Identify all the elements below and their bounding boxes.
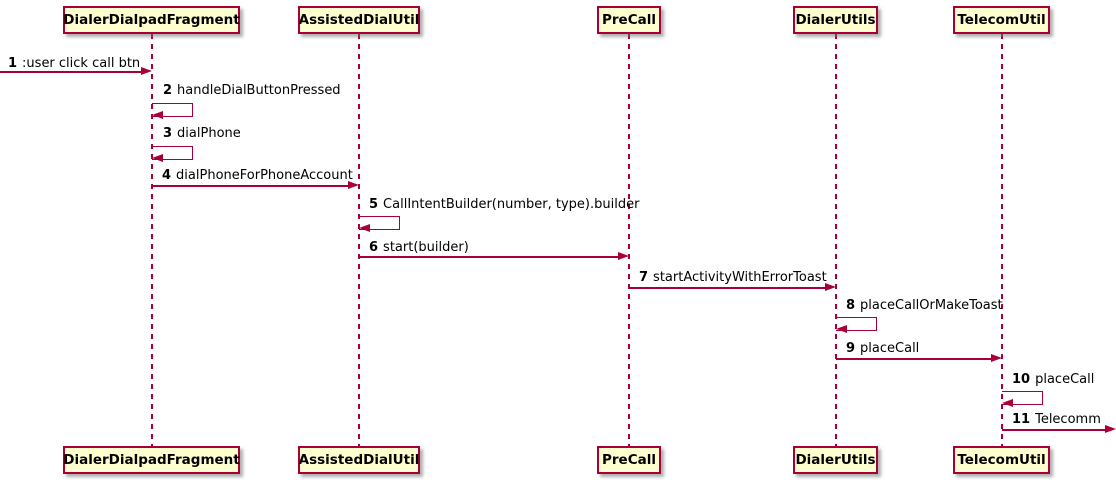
message-9-line bbox=[836, 358, 994, 360]
participant-top-precall: PreCall bbox=[597, 6, 661, 34]
arrowhead-left-icon bbox=[1002, 399, 1013, 407]
message-10-self-loop bbox=[1002, 391, 1043, 405]
arrowhead-right-icon bbox=[1105, 425, 1116, 433]
participant-bottom-assisteddialutil: AssistedDialUtil bbox=[298, 446, 420, 474]
arrowhead-right-icon bbox=[141, 67, 152, 75]
arrowhead-right-icon bbox=[618, 252, 629, 260]
message-11-line bbox=[1002, 429, 1108, 431]
message-7-line bbox=[629, 287, 828, 289]
message-3-self-loop bbox=[152, 146, 193, 160]
lifeline-dialerdialpadfragment bbox=[151, 34, 153, 446]
participant-bottom-precall: PreCall bbox=[597, 446, 661, 474]
arrowhead-right-icon bbox=[348, 181, 359, 189]
participant-label: AssistedDialUtil bbox=[298, 452, 420, 468]
message-4-line bbox=[152, 185, 351, 187]
message-6-line bbox=[359, 256, 621, 258]
message-8-self-loop bbox=[836, 317, 877, 331]
participant-top-dialerdialpadfragment: DialerDialpadFragment bbox=[63, 6, 240, 34]
lifeline-telecomutil bbox=[1001, 34, 1003, 446]
participant-label: DialerDialpadFragment bbox=[63, 12, 240, 28]
arrowhead-right-icon bbox=[825, 283, 836, 291]
participant-label: PreCall bbox=[602, 12, 656, 28]
participant-label: TelecomUtil bbox=[957, 452, 1046, 468]
participant-label: DialerUtils bbox=[795, 12, 876, 28]
participant-bottom-dialerutils: DialerUtils bbox=[793, 446, 878, 474]
message-5-self-loop bbox=[359, 216, 400, 230]
lifeline-dialerutils bbox=[835, 34, 837, 446]
participant-label: AssistedDialUtil bbox=[298, 12, 420, 28]
arrowhead-left-icon bbox=[359, 224, 370, 232]
participant-top-dialerutils: DialerUtils bbox=[793, 6, 878, 34]
participant-top-telecomutil: TelecomUtil bbox=[953, 6, 1050, 34]
participant-top-assisteddialutil: AssistedDialUtil bbox=[298, 6, 420, 34]
participant-label: DialerDialpadFragment bbox=[63, 452, 240, 468]
participant-label: DialerUtils bbox=[795, 452, 876, 468]
message-1-label: 1:user click call btn bbox=[8, 56, 141, 71]
participant-label: PreCall bbox=[602, 452, 656, 468]
message-2-self-loop bbox=[152, 103, 193, 117]
participant-bottom-telecomutil: TelecomUtil bbox=[953, 446, 1050, 474]
arrowhead-left-icon bbox=[152, 111, 163, 119]
arrowhead-right-icon bbox=[991, 354, 1002, 362]
lifeline-assisteddialutil bbox=[358, 34, 360, 446]
arrowhead-left-icon bbox=[836, 325, 847, 333]
arrowhead-left-icon bbox=[152, 154, 163, 162]
lifeline-precall bbox=[628, 34, 630, 446]
participant-bottom-dialerdialpadfragment: DialerDialpadFragment bbox=[63, 446, 240, 474]
participant-label: TelecomUtil bbox=[957, 12, 1046, 28]
message-1-line bbox=[0, 71, 143, 73]
